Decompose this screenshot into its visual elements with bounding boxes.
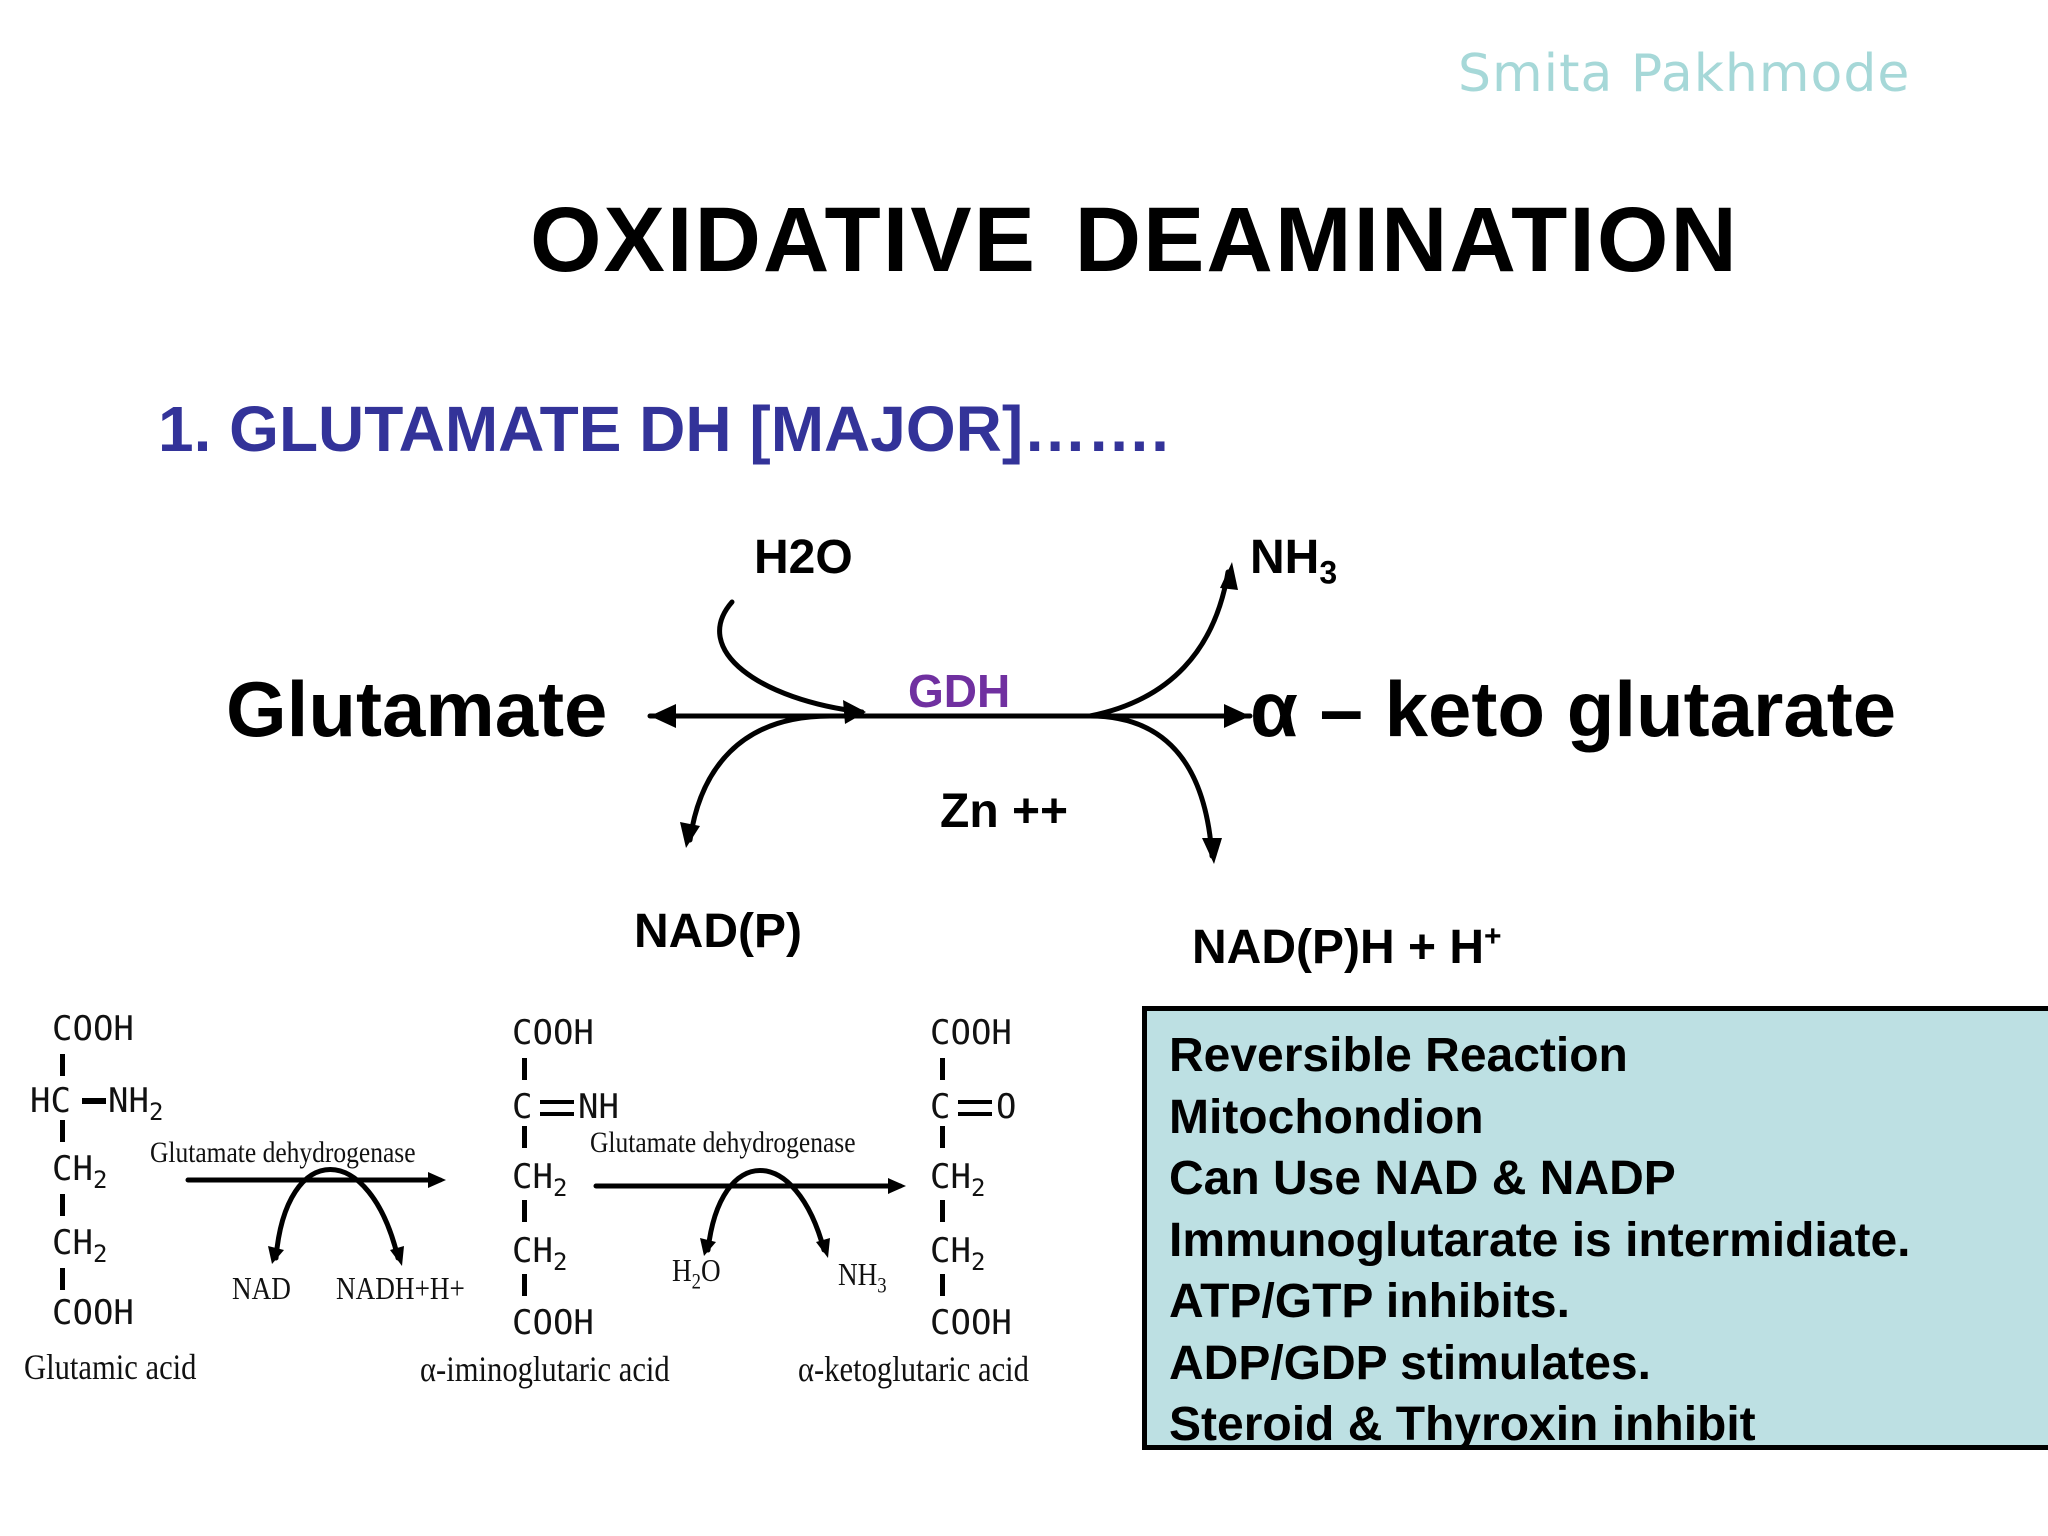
imino-cooh-top: COOH: [512, 1013, 594, 1053]
note-item: ATP/GTP inhibits.: [1169, 1275, 1570, 1328]
ammonia-label: NH3: [1250, 531, 1338, 591]
step2-water: H2O: [672, 1252, 721, 1294]
glutamic-cooh-bottom: COOH: [52, 1293, 134, 1333]
keto-cooh-bottom: COOH: [930, 1303, 1012, 1343]
right-arrowhead: [1224, 704, 1250, 728]
keto-cooh-top: COOH: [930, 1013, 1012, 1053]
ammonia-out-arrow: [1087, 569, 1231, 719]
note-item: Immunoglutarate is intermidiate.: [1169, 1213, 1911, 1267]
substrate-label: Glutamate: [226, 665, 608, 753]
scheme-curvehead-3: [700, 1238, 716, 1256]
nadph-out-label: NAD(P)H + H+: [1192, 920, 1502, 974]
glutamic-nh2: NH2: [108, 1081, 164, 1126]
keto-ch2-2: CH2: [930, 1231, 986, 1276]
scheme-curvehead-2: [390, 1246, 404, 1266]
note-item: ADP/GDP stimulates.: [1169, 1336, 1651, 1390]
keto-ch2-1: CH2: [930, 1157, 986, 1202]
imino-ch2-1: CH2: [512, 1157, 568, 1202]
imino-ch2-2: CH2: [512, 1231, 568, 1276]
water-label: H2O: [754, 531, 853, 584]
nadph-out-arrow: [1087, 713, 1215, 859]
nadph-arrowhead: [1202, 838, 1222, 864]
keto-c: C: [930, 1087, 951, 1127]
scheme-curve-2: [705, 1168, 827, 1253]
ammonia-arrowhead: [1220, 562, 1238, 590]
scheme-arrowhead-1: [428, 1172, 446, 1188]
step1-nadh: NADH+H+: [336, 1270, 465, 1306]
glutamic-ch2-1: CH2: [52, 1149, 108, 1194]
note-item: Mitochondion: [1169, 1090, 1484, 1144]
imino-cooh-bottom: COOH: [512, 1303, 594, 1343]
step2-ammonia: NH3: [838, 1256, 887, 1298]
step1-nad: NAD: [232, 1270, 291, 1306]
glutamic-cooh-top: COOH: [52, 1009, 134, 1049]
slide-title: OXIDATIVE DEAMINATION: [530, 189, 1739, 291]
notes-box: Reversible Reaction Mitochondion Can Use…: [1142, 1006, 2048, 1451]
glutamic-ch2-2: CH2: [52, 1223, 108, 1268]
scheme-curve-1: [273, 1167, 401, 1261]
nadp-in-label: NAD(P): [634, 905, 802, 958]
enzyme-label-step1: Glutamate dehydrogenase: [150, 1136, 416, 1169]
iminoglutaric-acid-name: α-iminoglutaric acid: [420, 1349, 670, 1389]
scheme-curvehead-1: [268, 1246, 284, 1264]
nadp-out-arrow: [687, 713, 833, 843]
note-item: Can Use NAD & NADP: [1169, 1152, 1676, 1205]
scheme-arrowhead-2: [888, 1178, 906, 1194]
product-label: α – keto glutarate: [1250, 665, 1897, 753]
note-item: Steroid & Thyroxin inhibit: [1169, 1398, 1756, 1451]
enzyme-label: GDH: [908, 665, 1011, 717]
glutamic-acid-name: Glutamic acid: [24, 1347, 197, 1387]
imino-c: C: [512, 1087, 533, 1127]
imino-nh: NH: [578, 1087, 619, 1127]
nadp-arrowhead: [680, 822, 700, 848]
author-watermark: Smita Pakhmode: [1458, 44, 1911, 104]
enzyme-label-step2: Glutamate dehydrogenase: [590, 1126, 856, 1159]
section-heading: 1. GLUTAMATE DH [MAJOR]…….: [158, 393, 1169, 465]
scheme-curvehead-4: [816, 1238, 830, 1258]
glutamic-hc: HC: [30, 1081, 71, 1121]
metal-cofactor-label: Zn ++: [940, 785, 1069, 838]
water-in-arrow: [717, 599, 865, 715]
left-arrowhead: [650, 704, 676, 728]
ketoglutaric-acid-name: α-ketoglutaric acid: [798, 1349, 1029, 1389]
note-item: Reversible Reaction: [1169, 1029, 1628, 1082]
water-arrowhead: [843, 700, 866, 724]
keto-o: O: [996, 1087, 1017, 1127]
